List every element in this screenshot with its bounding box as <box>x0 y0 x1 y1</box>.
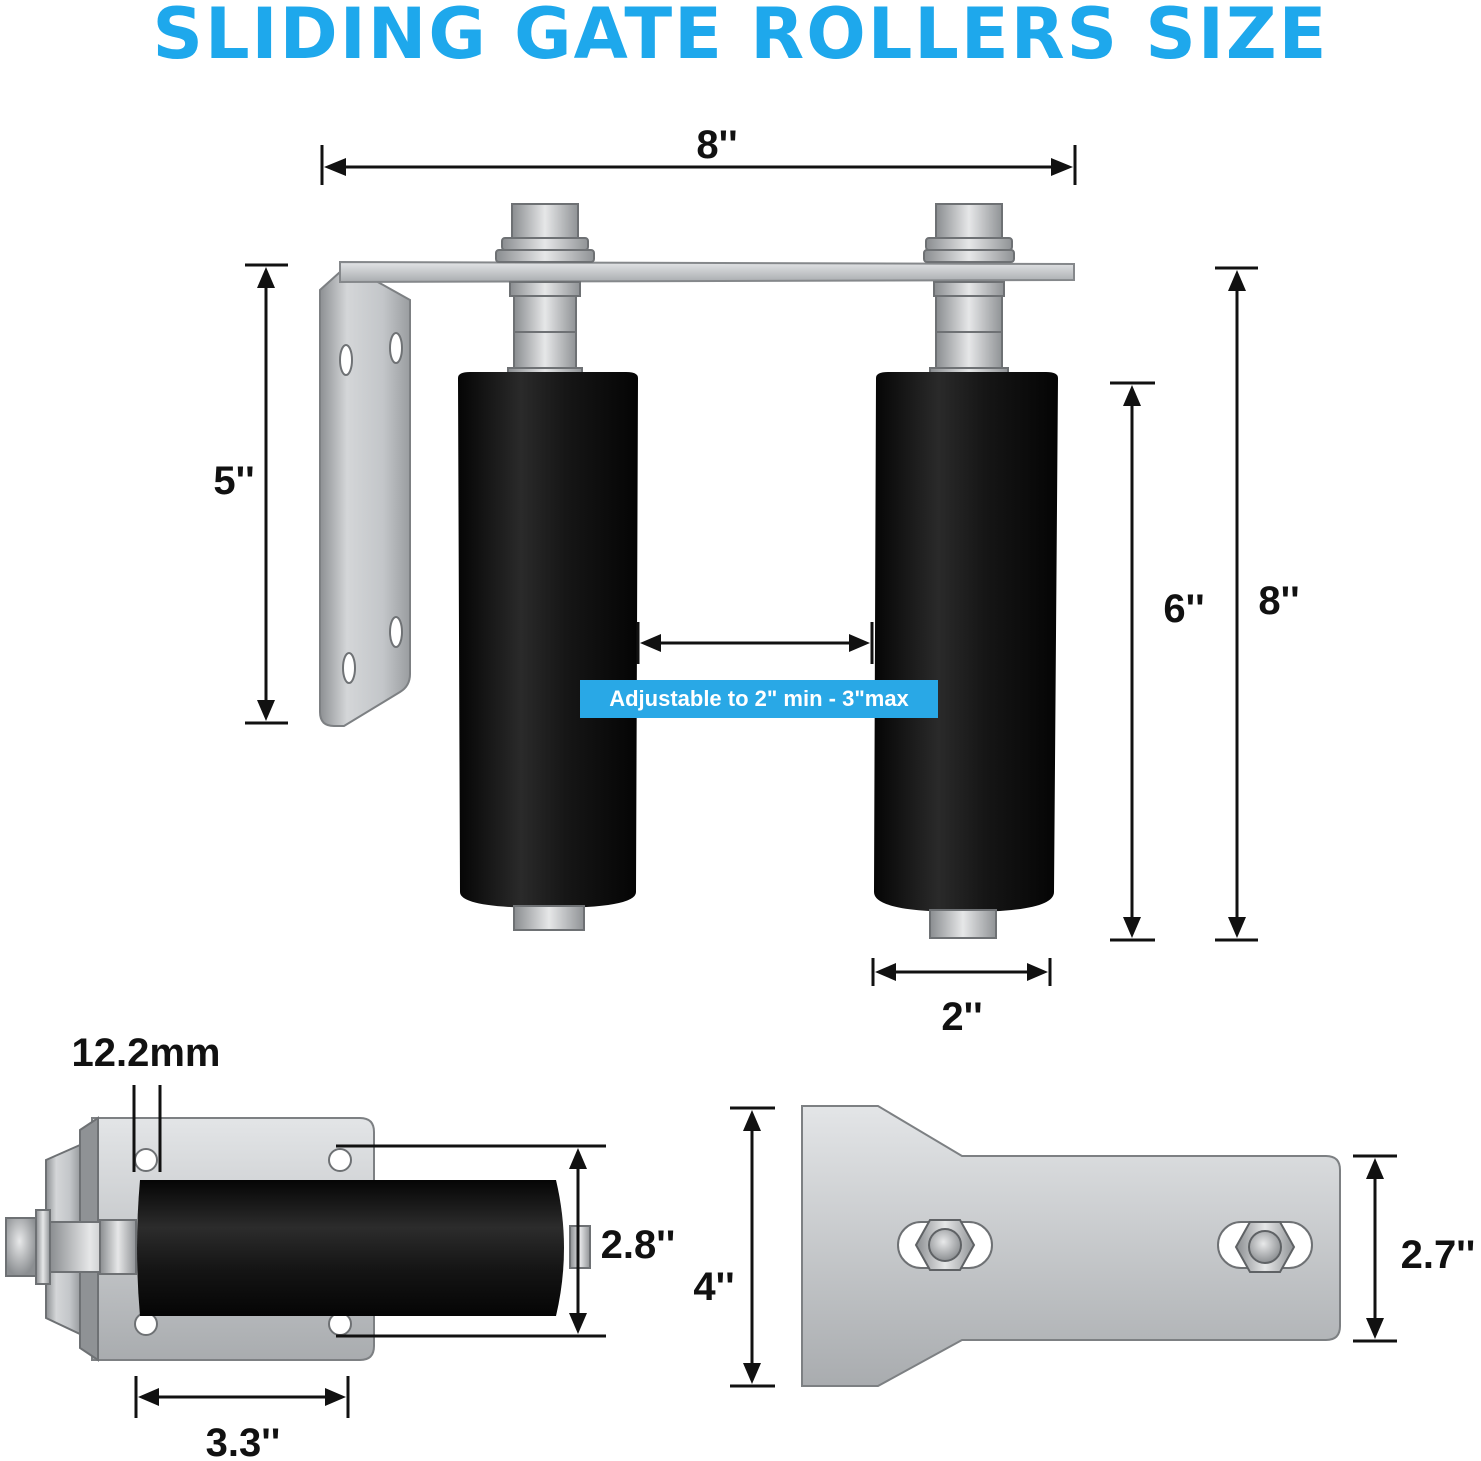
plate-bolts <box>914 1219 1296 1273</box>
plate-top-view: 4'' 2.7'' <box>693 1105 1476 1388</box>
dimension-lines-side <box>132 1085 606 1418</box>
left-roller-assembly <box>458 203 638 931</box>
dimension-lines-main <box>245 145 1258 986</box>
dim-side-width: 3.3'' <box>206 1421 281 1461</box>
dim-plate-narrow-height: 2.7'' <box>1401 1233 1476 1277</box>
dim-overall-height: 8'' <box>1258 579 1299 623</box>
dimension-lines-plate <box>730 1106 1397 1388</box>
dim-bracket-height: 5'' <box>213 459 254 503</box>
dim-plate-height: 4'' <box>693 1265 734 1309</box>
dim-roller-length: 6'' <box>1163 587 1204 631</box>
bracket-holes <box>339 332 403 684</box>
mounting-plate <box>801 1105 1341 1387</box>
main-front-view: 8'' 5'' 6'' 8'' 2'' <box>213 123 1299 1039</box>
side-holes <box>134 1148 352 1336</box>
side-view: 12.2mm 2.8'' 3.3'' <box>5 1031 676 1461</box>
bracket-vertical-plate <box>319 271 411 727</box>
bracket-top-plate <box>339 260 1075 284</box>
page-title: SLIDING GATE ROLLERS SIZE <box>152 0 1329 75</box>
dim-hole-spacing: 12.2mm <box>72 1031 221 1075</box>
dim-side-height: 2.8'' <box>601 1223 676 1267</box>
dim-roller-diameter: 2'' <box>941 995 982 1039</box>
right-roller-assembly <box>874 203 1058 939</box>
adjustable-gap-callout: Adjustable to 2" min - 3"max <box>580 680 938 718</box>
dim-overall-width: 8'' <box>696 123 737 167</box>
